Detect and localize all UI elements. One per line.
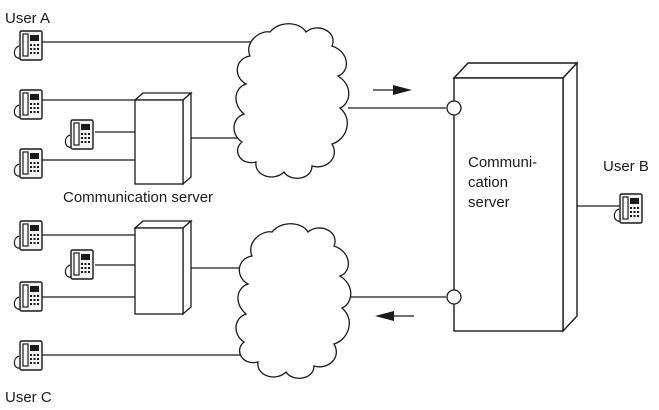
desk-phone-icon bbox=[13, 89, 43, 120]
communication-server-label: Communication server bbox=[63, 189, 214, 206]
desk-phone-icon bbox=[13, 281, 43, 312]
connection-lines bbox=[42, 41, 622, 356]
main-communication-server bbox=[452, 61, 579, 333]
arrow-right-icon bbox=[373, 85, 412, 95]
upper-cloud-icon bbox=[233, 23, 350, 179]
main-server-label-line-2: cation bbox=[468, 174, 509, 191]
main-server-label-line-3: server bbox=[468, 194, 510, 211]
arrow-left-icon bbox=[375, 311, 414, 321]
desk-phone-icon bbox=[13, 220, 43, 251]
lower-port bbox=[446, 289, 462, 305]
user-a-phone-icon bbox=[13, 30, 43, 61]
desk-phone-icon bbox=[64, 119, 94, 150]
desk-phone-icon bbox=[64, 249, 94, 280]
user-b-phone-icon bbox=[613, 193, 643, 224]
main-server-label: Communi- cation server bbox=[468, 153, 537, 213]
user-a-label: User A bbox=[5, 10, 51, 27]
user-c-phone-icon bbox=[13, 340, 43, 371]
user-c-label: User C bbox=[5, 389, 52, 406]
user-b-label: User B bbox=[603, 158, 649, 175]
lower-communication-server bbox=[133, 219, 193, 316]
upper-communication-server bbox=[133, 91, 193, 186]
upper-port bbox=[446, 100, 462, 116]
lower-cloud-icon bbox=[235, 223, 352, 379]
desk-phone-icon bbox=[13, 148, 43, 179]
main-server-label-line-1: Communi- bbox=[468, 154, 538, 171]
